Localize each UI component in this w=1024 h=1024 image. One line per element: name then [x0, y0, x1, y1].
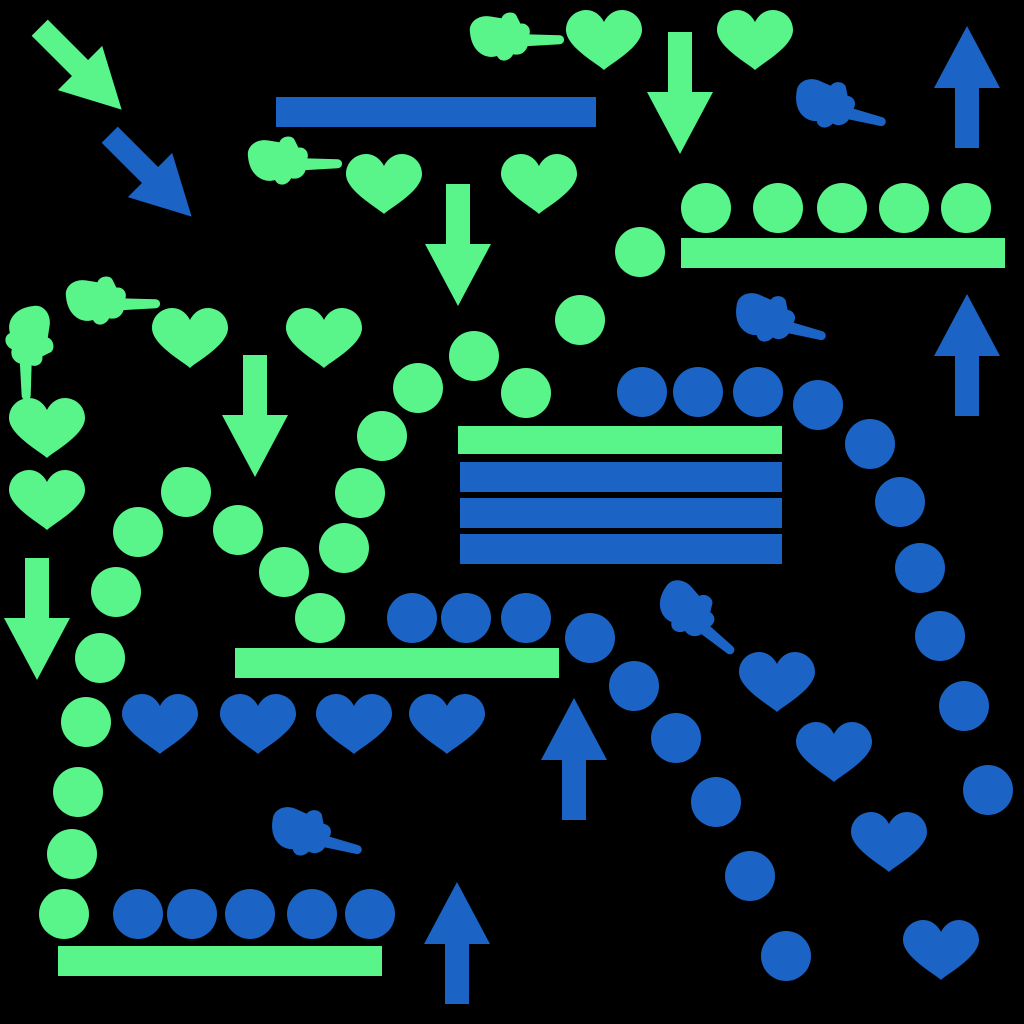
glow-dot — [817, 183, 867, 233]
glow-dot — [753, 183, 803, 233]
glow-dot — [845, 419, 895, 469]
glow-dot — [651, 713, 701, 763]
glow-dot — [565, 613, 615, 663]
glow-dot — [875, 477, 925, 527]
glow-bar — [58, 946, 382, 976]
glow-bar — [681, 238, 1005, 268]
glow-dot — [225, 889, 275, 939]
glow-dot — [617, 367, 667, 417]
glow-dot — [941, 183, 991, 233]
glow-bar — [458, 426, 782, 454]
glow-dot — [295, 593, 345, 643]
glow-dot — [61, 697, 111, 747]
glow-dot — [47, 829, 97, 879]
glow-dot — [879, 183, 929, 233]
glow-dot — [609, 661, 659, 711]
glow-dot — [213, 505, 263, 555]
glow-bar — [460, 498, 782, 528]
glow-dot — [39, 889, 89, 939]
glow-dot — [691, 777, 741, 827]
glow-dot — [357, 411, 407, 461]
glow-bar — [460, 462, 782, 492]
glow-dot — [963, 765, 1013, 815]
glow-bar — [460, 534, 782, 564]
glow-dot — [441, 593, 491, 643]
glow-dot — [793, 380, 843, 430]
bar-layer — [58, 97, 1005, 976]
glow-dot — [673, 367, 723, 417]
glow-dot — [53, 767, 103, 817]
glow-dot — [287, 889, 337, 939]
glow-dot — [733, 367, 783, 417]
glow-dot — [387, 593, 437, 643]
glow-dot — [91, 567, 141, 617]
glow-dot — [761, 931, 811, 981]
glow-bar — [235, 648, 559, 678]
glow-dot — [161, 467, 211, 517]
glow-dot — [393, 363, 443, 413]
glow-dot — [113, 889, 163, 939]
shape-layer — [4, 5, 1013, 1004]
glow-dot — [319, 523, 369, 573]
glow-dot — [615, 227, 665, 277]
glow-dot — [555, 295, 605, 345]
glow-dot — [449, 331, 499, 381]
glow-dot — [895, 543, 945, 593]
glow-dot — [113, 507, 163, 557]
glow-dot — [75, 633, 125, 683]
glow-dot — [915, 611, 965, 661]
glow-bar — [276, 97, 596, 127]
glow-dot — [501, 368, 551, 418]
glow-dot — [725, 851, 775, 901]
glow-dot — [259, 547, 309, 597]
glow-dot — [681, 183, 731, 233]
glow-dot — [335, 468, 385, 518]
glow-dot — [167, 889, 217, 939]
glow-dot — [501, 593, 551, 643]
glow-dot — [345, 889, 395, 939]
glow-dot — [939, 681, 989, 731]
